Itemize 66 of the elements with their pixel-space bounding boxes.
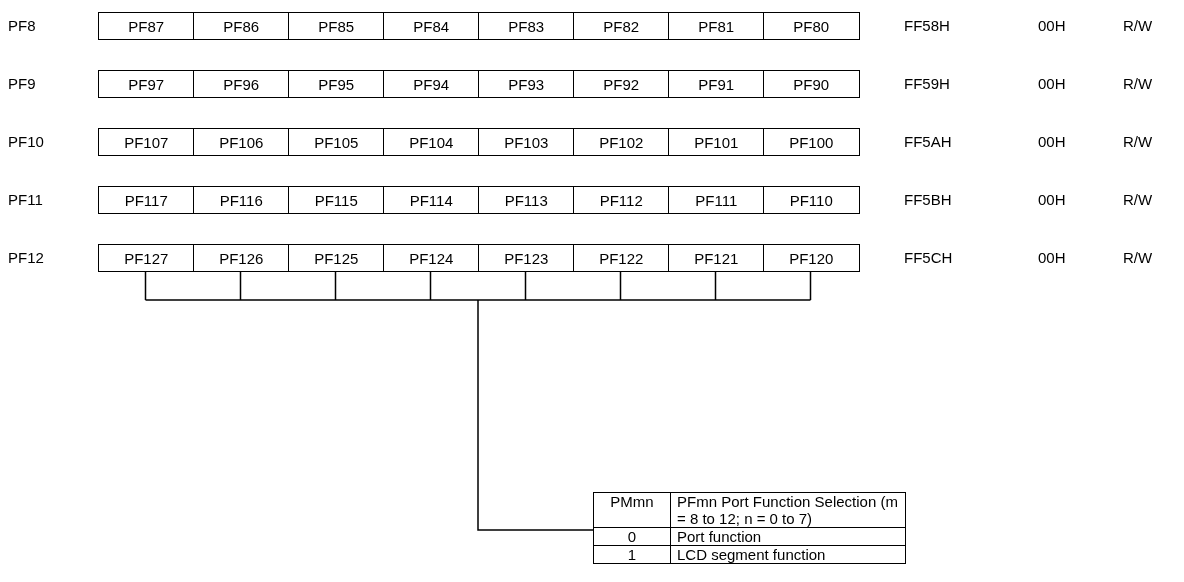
register-bit-box: PF124	[383, 244, 480, 272]
register-name: PF9	[8, 75, 36, 93]
access-mode: R/W	[1123, 191, 1153, 209]
access-mode: R/W	[1123, 17, 1153, 35]
register-bit-box: PF94	[383, 70, 480, 98]
address: FF5CH	[904, 249, 953, 267]
register-name: PF10	[8, 133, 44, 151]
register-bit-box: PF120	[763, 244, 860, 272]
address: FF5BH	[904, 191, 952, 209]
register-bit-box: PF81	[668, 12, 765, 40]
register-bit-box: PF116	[193, 186, 290, 214]
register-bit-box: PF84	[383, 12, 480, 40]
register-bit-box: PF114	[383, 186, 480, 214]
register-bit-box: PF85	[288, 12, 385, 40]
register-bit-box: PF87	[98, 12, 195, 40]
register-bit-box: PF125	[288, 244, 385, 272]
register-bit-box: PF92	[573, 70, 670, 98]
register-bit-box: PF97	[98, 70, 195, 98]
register-bit-box: PF102	[573, 128, 670, 156]
register-bit-box: PF113	[478, 186, 575, 214]
register-bit-box: PF82	[573, 12, 670, 40]
table-cell: Port function	[670, 527, 906, 546]
register-bit-box: PF101	[668, 128, 765, 156]
register-bit-box: PF115	[288, 186, 385, 214]
register-bit-box: PF90	[763, 70, 860, 98]
register-bit-box: PF95	[288, 70, 385, 98]
register-bit-box: PF103	[478, 128, 575, 156]
table-cell: 1	[593, 545, 671, 564]
register-bit-box: PF112	[573, 186, 670, 214]
register-bit-box: PF80	[763, 12, 860, 40]
table-header-cell: PFmn Port Function Selection (m = 8 to 12; n = 0 to 7)	[670, 492, 906, 528]
reset-value: 00H	[1038, 133, 1066, 151]
register-bit-box: PF126	[193, 244, 290, 272]
register-bit-box: PF100	[763, 128, 860, 156]
reset-value: 00H	[1038, 191, 1066, 209]
access-mode: R/W	[1123, 75, 1153, 93]
register-bit-box: PF127	[98, 244, 195, 272]
register-name: PF12	[8, 249, 44, 267]
register-name: PF11	[8, 191, 43, 209]
reset-value: 00H	[1038, 249, 1066, 267]
register-bit-box: PF86	[193, 12, 290, 40]
reset-value: 00H	[1038, 17, 1066, 35]
reset-value: 00H	[1038, 75, 1066, 93]
register-bit-box: PF105	[288, 128, 385, 156]
access-mode: R/W	[1123, 249, 1153, 267]
register-bit-box: PF106	[193, 128, 290, 156]
register-bit-box: PF107	[98, 128, 195, 156]
address: FF59H	[904, 75, 950, 93]
register-bit-box: PF83	[478, 12, 575, 40]
register-bit-box: PF96	[193, 70, 290, 98]
access-mode: R/W	[1123, 133, 1153, 151]
register-bit-box: PF111	[668, 186, 765, 214]
register-bit-box: PF117	[98, 186, 195, 214]
register-bit-box: PF122	[573, 244, 670, 272]
table-header-cell: PMmn	[593, 492, 671, 528]
register-bit-box: PF123	[478, 244, 575, 272]
register-bit-box: PF104	[383, 128, 480, 156]
table-cell: 0	[593, 527, 671, 546]
register-bit-box: PF121	[668, 244, 765, 272]
register-bit-box: PF93	[478, 70, 575, 98]
register-name: PF8	[8, 17, 36, 35]
address: FF5AH	[904, 133, 952, 151]
register-bit-box: PF91	[668, 70, 765, 98]
register-bit-box: PF110	[763, 186, 860, 214]
address: FF58H	[904, 17, 950, 35]
table-cell: LCD segment function	[670, 545, 906, 564]
